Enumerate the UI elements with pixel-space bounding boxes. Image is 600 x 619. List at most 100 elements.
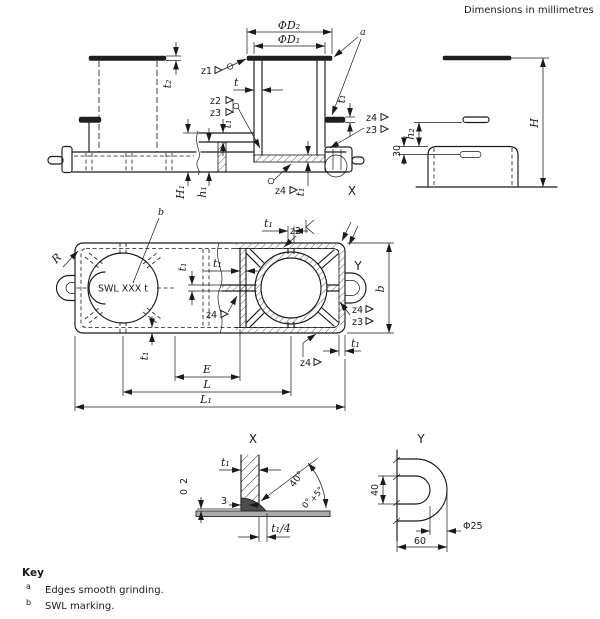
weld-symbol-triangle <box>380 124 390 134</box>
dim-gap-2-0: 2 0 <box>179 478 241 523</box>
dim-t1-top-rib: t₁ <box>262 217 308 243</box>
dim-label-t1-over-4: t₁/4 <box>271 522 291 535</box>
dim-label-E: E <box>202 363 211 376</box>
dim-t2: t₂ <box>161 42 181 88</box>
dim-weld-3: 3 <box>221 496 260 508</box>
weld-z2-label: z2 <box>290 226 301 237</box>
base-plate <box>195 510 331 517</box>
right-bollard-section <box>254 251 328 325</box>
dim-label-t1: t₁ <box>264 217 273 230</box>
dim-label-2: 2 <box>179 478 190 484</box>
dim-dia-25: Φ25 <box>416 492 483 552</box>
weld-z4-bottom-callout: z4 <box>300 333 323 369</box>
collar-rib <box>217 141 227 173</box>
dim-label-0deg: 0° <box>300 497 314 511</box>
weld-symbol-triangle <box>220 309 230 319</box>
weld-z4-rib-callout: z4 <box>206 295 238 321</box>
front-view: t₂ <box>47 19 390 200</box>
left-horn-plan <box>88 271 106 305</box>
lug-outer <box>396 458 448 522</box>
left-lug-plate <box>61 145 73 174</box>
dim-t1-collar: t₁ <box>220 119 234 156</box>
detail-x-title: X <box>249 432 257 446</box>
weld-symbol-triangle <box>365 316 375 326</box>
dim-label-H1: H₁ <box>174 185 187 200</box>
right-cap <box>246 55 333 61</box>
base-outline <box>74 242 346 334</box>
dim-label-40deg: 40° <box>288 469 307 489</box>
key-title: Key <box>22 567 44 579</box>
weld-all-around-circle <box>267 177 275 185</box>
dim-label-60: 60 <box>414 536 426 547</box>
key-ref-b: b <box>26 598 31 607</box>
weld-z2-label: z2 <box>210 96 221 107</box>
weld-z3-label: z3 <box>366 125 377 136</box>
dim-label-b: b <box>374 285 387 292</box>
dim-t1-over-4: t₁/4 <box>238 513 291 542</box>
dim-t1-plate: t₁ <box>219 456 281 473</box>
weld-symbol-triangle <box>225 107 235 117</box>
footnote-b-callout: b <box>132 207 164 284</box>
weld-symbol-triangle <box>313 357 323 367</box>
dim-label-t1: t₁ <box>138 352 151 361</box>
dim-30: 30 <box>392 136 460 165</box>
right-lug-boss <box>324 146 353 173</box>
footnote-b-label: b <box>158 207 164 218</box>
left-lug-outer <box>55 274 76 302</box>
dim-label-t1: t₁ <box>294 188 307 197</box>
detail-y: Y 40 Φ25 60 <box>370 432 483 552</box>
detail-circle <box>324 154 348 178</box>
dim-t: t <box>233 76 283 93</box>
dim-label-R: R <box>48 251 64 267</box>
dim-h2: h₂ <box>398 122 462 147</box>
dim-t1-rib-horizontal: t₁ <box>176 263 222 305</box>
break-line <box>217 242 223 334</box>
dim-t1-rib-vertical: t₁ <box>204 257 258 274</box>
weld-symbol-triangle <box>289 185 299 195</box>
right-lug-pin <box>351 156 365 165</box>
dim-h1-H1: H₁ h₁ <box>174 119 212 200</box>
weld-z4-label: z4 <box>275 186 286 197</box>
dim-label-h2: h₂ <box>404 128 417 140</box>
key-ref-a: a <box>26 582 31 591</box>
dim-label-dia25: Φ25 <box>463 521 483 532</box>
dim-label-t1: t₁ <box>213 257 222 270</box>
right-lug-outer <box>344 272 367 304</box>
weld-symbol-triangle <box>380 112 390 122</box>
left-lug-inner <box>65 282 75 294</box>
edge-hatch-right <box>339 250 345 326</box>
weld-all-around-circle <box>232 102 240 110</box>
units-note: Dimensions in millimetres <box>464 5 594 16</box>
weld-z1-callout: z1 <box>201 58 247 77</box>
weld-symbol-triangle <box>225 95 235 105</box>
detail-y-title: Y <box>416 432 425 446</box>
dim-label-t1: t₁ <box>221 120 234 129</box>
dim-label-L: L <box>202 378 210 391</box>
dim-label-t1: t₁ <box>351 337 360 350</box>
dim-d1-d2: ΦD₁ ΦD₂ <box>246 19 333 54</box>
weld-z3-label: z3 <box>210 108 221 119</box>
weld-z4-z3-lug-callout: z4 z3 <box>339 301 375 328</box>
dim-label-t1: t₁ <box>176 263 189 272</box>
dim-t1-horn: t₁ <box>335 95 355 137</box>
break-line <box>196 130 200 176</box>
plate-hatch <box>241 455 259 509</box>
weld-symbol-triangle <box>214 65 224 75</box>
dim-40: 40 <box>370 475 397 505</box>
detail-x-marker: X <box>324 154 356 198</box>
detail-y-ref-label: Y <box>353 259 362 273</box>
dim-t1-bottom-plate: t₁ <box>294 141 311 197</box>
weld-z2-z3-callout: z2 z3 <box>210 95 261 149</box>
left-column <box>78 55 167 153</box>
left-lug-pin <box>47 155 64 165</box>
weld-z3-label: z3 <box>352 317 363 328</box>
weld-z4-label: z4 <box>300 358 311 369</box>
dim-R: R <box>48 250 79 268</box>
dim-label-3: 3 <box>221 496 227 507</box>
weld-z4-label: z4 <box>366 113 377 124</box>
dim-label-30: 30 <box>392 145 403 157</box>
dim-angle-40: 40° +5° 0° <box>260 457 329 511</box>
dim-label-0: 0 <box>179 489 190 495</box>
